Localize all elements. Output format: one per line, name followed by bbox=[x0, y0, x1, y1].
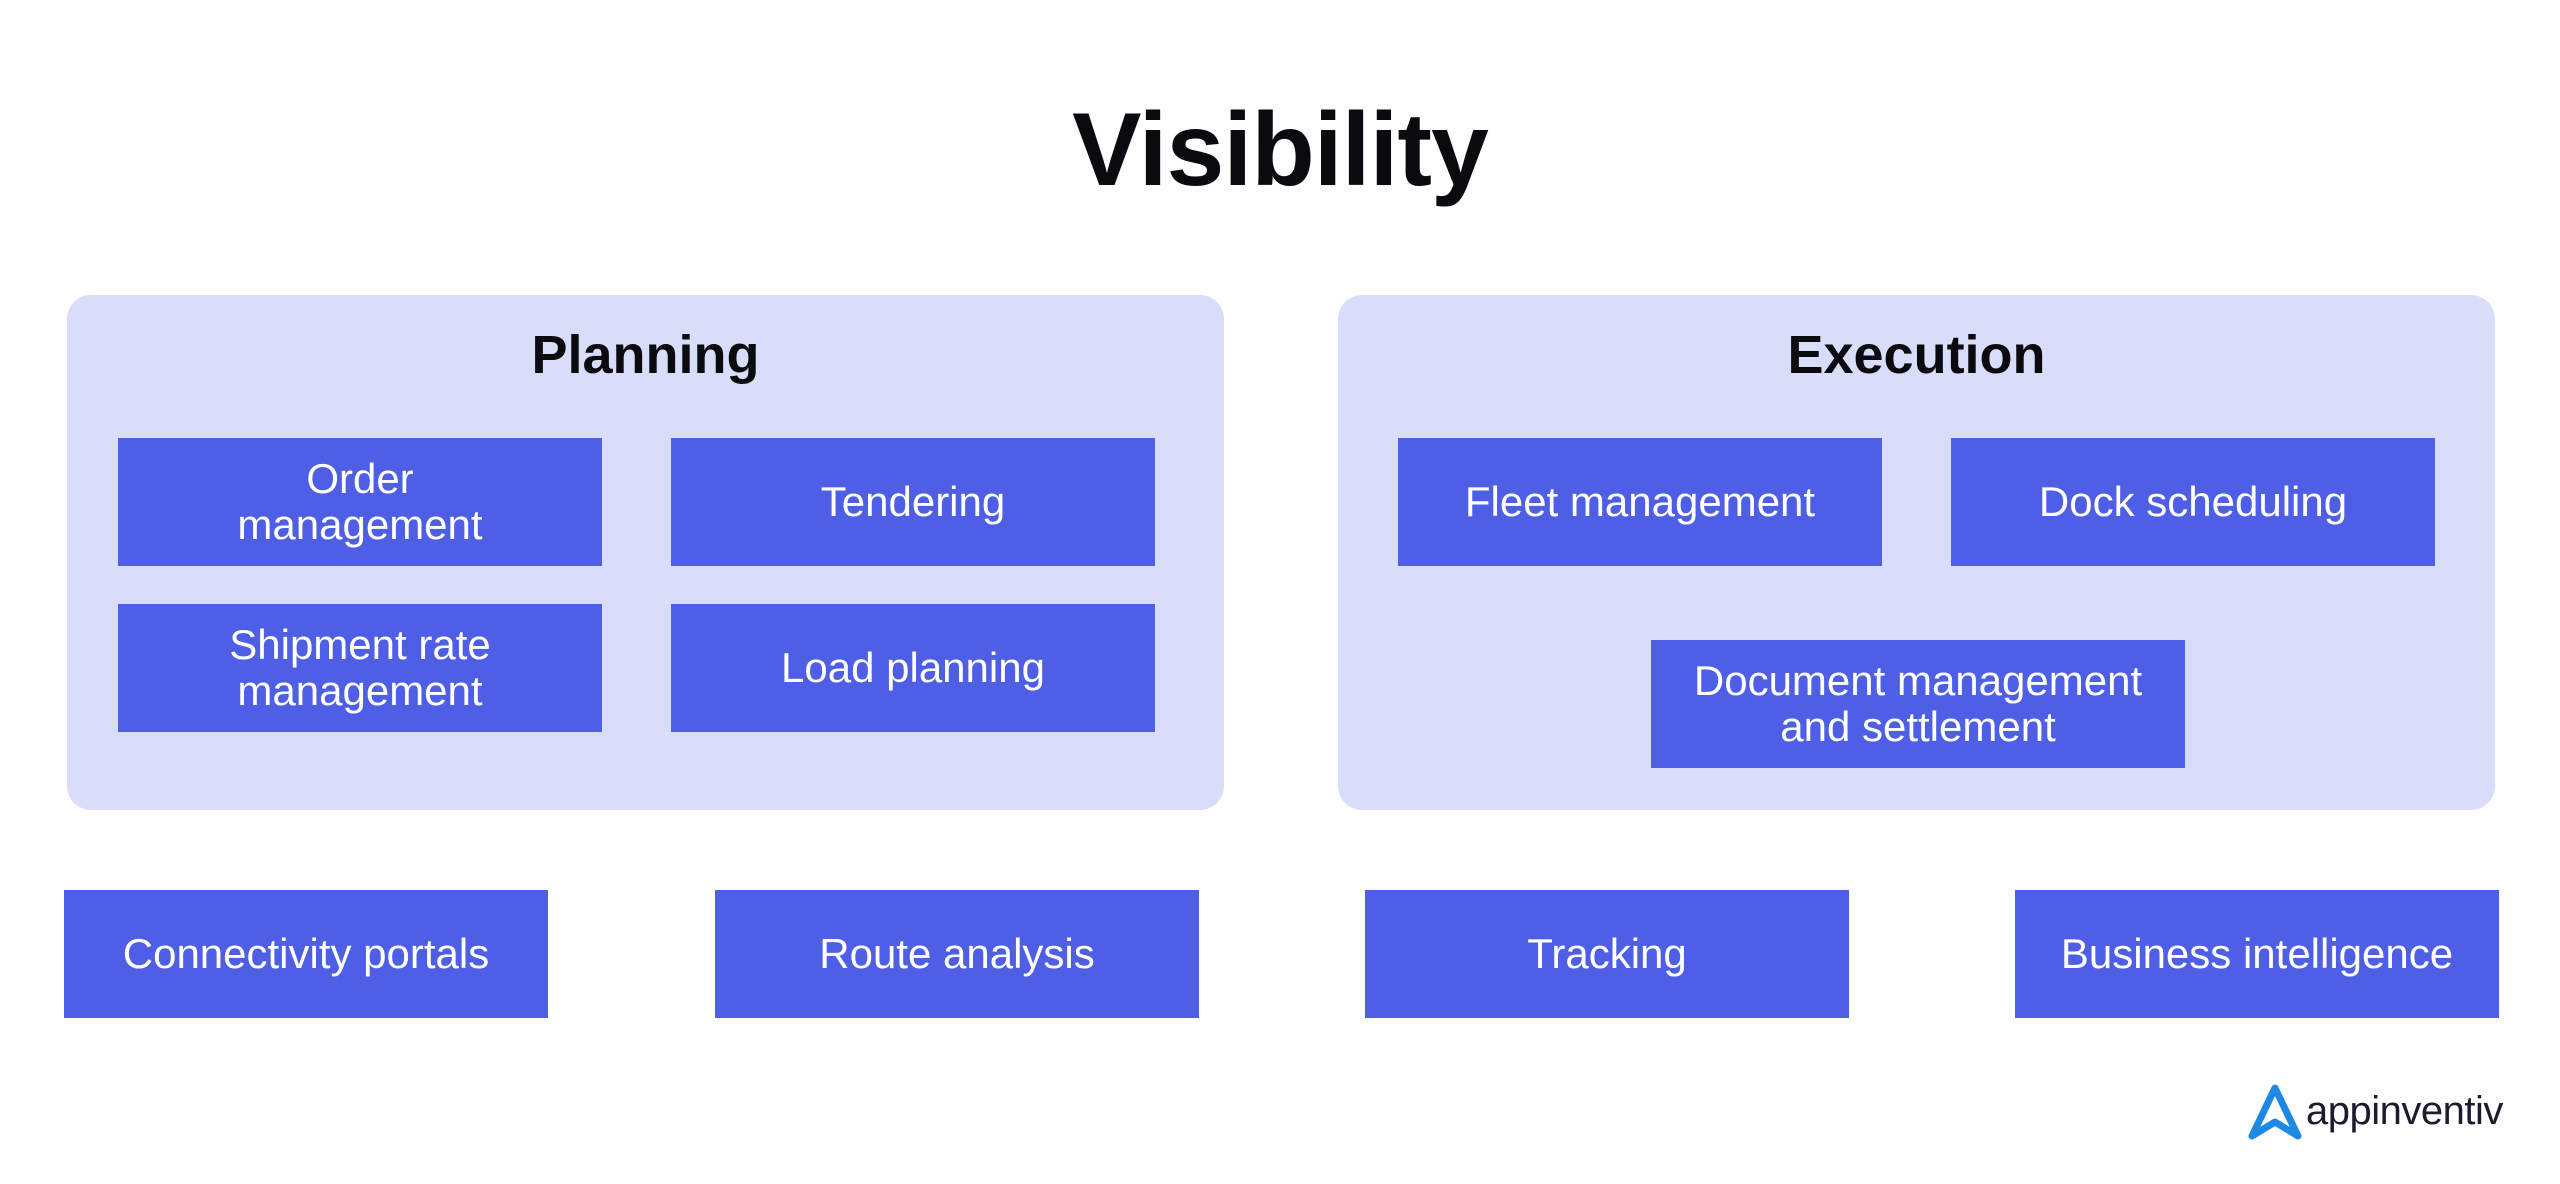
tendering-label: Tendering bbox=[820, 478, 1006, 525]
connectivity-portals-box: Connectivity portals bbox=[64, 890, 548, 1018]
diagram-title: Visibility bbox=[1072, 92, 1489, 208]
planning-heading: Planning bbox=[531, 325, 760, 385]
business-intelligence-label: Business intelligence bbox=[2060, 930, 2454, 977]
order-management-label: Order management bbox=[237, 455, 483, 548]
execution-heading: Execution bbox=[1787, 325, 2046, 385]
business-intelligence-box: Business intelligence bbox=[2015, 890, 2499, 1018]
execution-panel: Execution Fleet management Dock scheduli… bbox=[1338, 295, 2495, 810]
logo-text: appinventiv bbox=[2306, 1089, 2503, 1133]
dock-scheduling-label: Dock scheduling bbox=[2038, 478, 2348, 525]
shipment-rate-management-box: Shipment rate management bbox=[118, 604, 602, 732]
tracking-label: Tracking bbox=[1527, 930, 1687, 977]
load-planning-box: Load planning bbox=[671, 604, 1155, 732]
document-management-label: Document management and settlement bbox=[1693, 657, 2143, 750]
dock-scheduling-box: Dock scheduling bbox=[1951, 438, 2435, 566]
appinventiv-logo-icon bbox=[2248, 1084, 2302, 1140]
tracking-box: Tracking bbox=[1365, 890, 1849, 1018]
appinventiv-logo: appinventiv bbox=[2246, 1080, 2503, 1142]
load-planning-label: Load planning bbox=[781, 644, 1045, 691]
tendering-box: Tendering bbox=[671, 438, 1155, 566]
fleet-management-box: Fleet management bbox=[1398, 438, 1882, 566]
route-analysis-label: Route analysis bbox=[819, 930, 1095, 977]
document-management-box: Document management and settlement bbox=[1651, 640, 2185, 768]
fleet-management-label: Fleet management bbox=[1464, 478, 1816, 525]
shipment-rate-management-label: Shipment rate management bbox=[229, 621, 491, 714]
connectivity-portals-label: Connectivity portals bbox=[122, 930, 490, 977]
order-management-box: Order management bbox=[118, 438, 602, 566]
route-analysis-box: Route analysis bbox=[715, 890, 1199, 1018]
planning-panel: Planning Order management Tendering Ship… bbox=[67, 295, 1224, 810]
